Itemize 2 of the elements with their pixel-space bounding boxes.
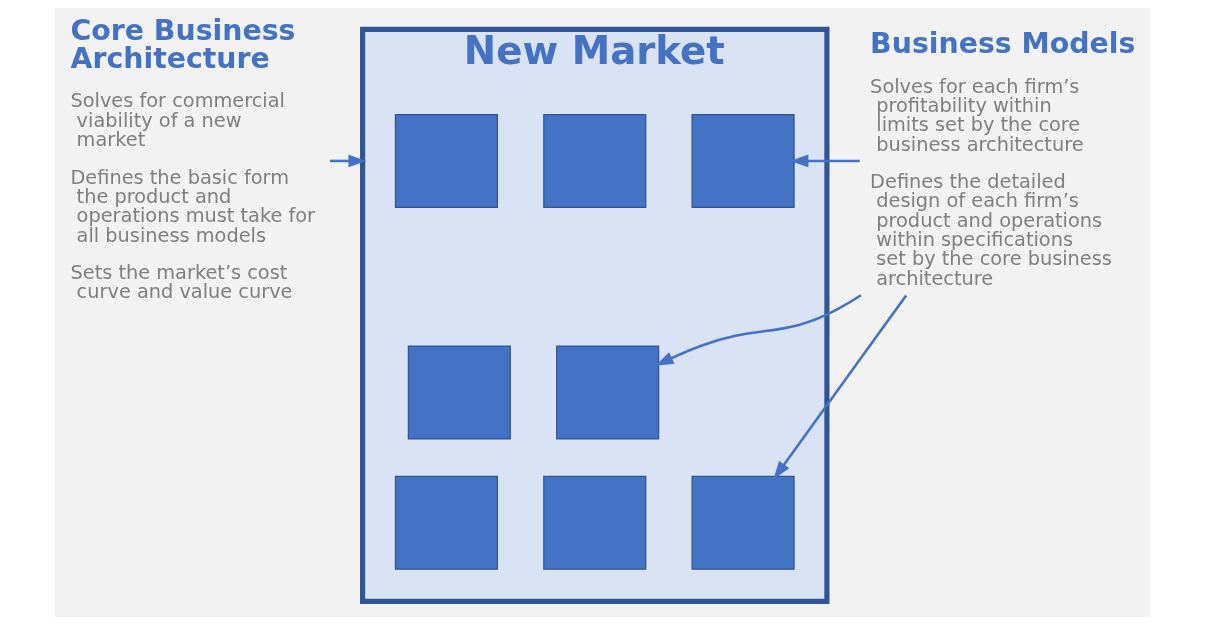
node-text: Core Business Architecture Solves for commercial viability of a new market Defines the basic form the product and operations must take for all business models Sets the market’s cost curve and value curve: [70, 13, 316, 304]
node-text: Business Models Solves for each firm’s profitability within limits set by the core business architecture Defines the detailed design of each firm’s product and operations within specifications set by the core business architecture: [870, 27, 1136, 290]
